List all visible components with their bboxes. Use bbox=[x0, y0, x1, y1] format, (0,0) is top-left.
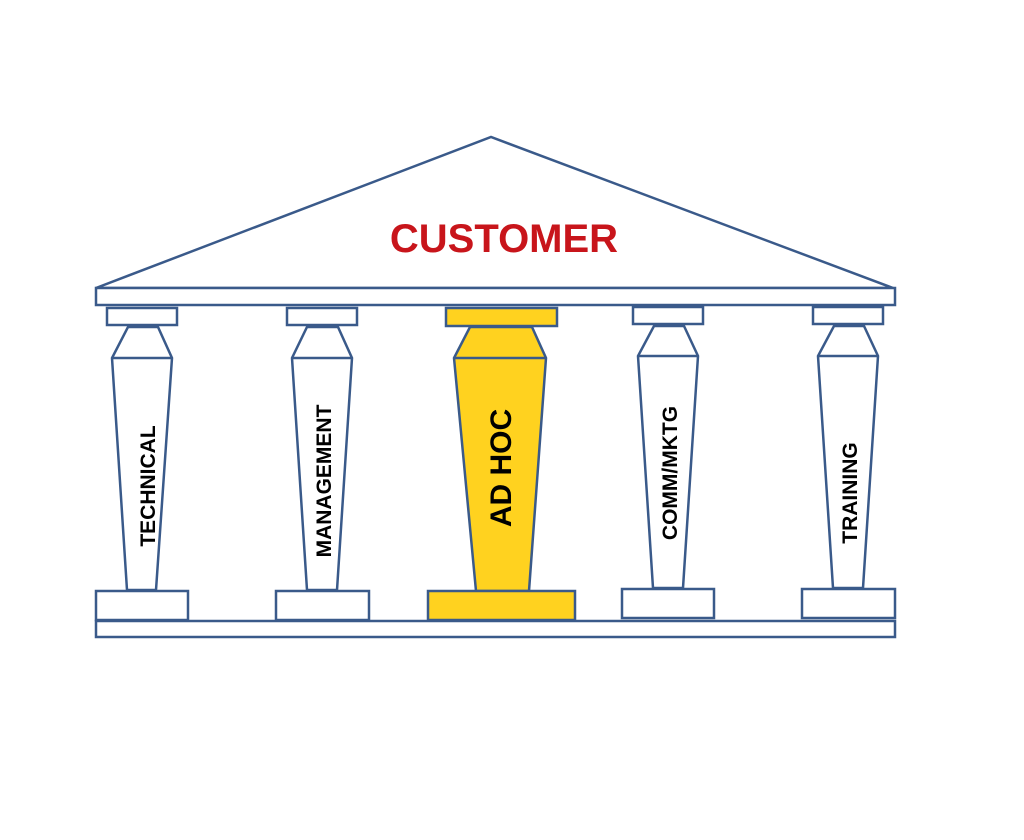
pillar-label: AD HOC bbox=[485, 409, 518, 527]
pillar-comm-mktg: COMM/MKTG bbox=[620, 305, 716, 620]
pillar-ad-hoc: AD HOC bbox=[426, 306, 577, 622]
roof-label: CUSTOMER bbox=[390, 217, 618, 261]
pillar-capital bbox=[631, 305, 705, 326]
pillar-capital bbox=[285, 306, 359, 327]
pillar-capital bbox=[444, 306, 559, 328]
pillar-label: COMM/MKTG bbox=[659, 406, 682, 540]
pillar-capital bbox=[105, 306, 179, 327]
pillar-label: MANAGEMENT bbox=[313, 404, 336, 557]
pillar-base bbox=[94, 589, 190, 622]
pillar-training: TRAINING bbox=[800, 305, 897, 620]
pillar-base bbox=[426, 589, 577, 622]
entablature bbox=[94, 286, 897, 307]
pillar-base bbox=[274, 589, 371, 622]
pillar-base bbox=[620, 587, 716, 620]
pillar-label: TRAINING bbox=[839, 442, 862, 544]
roof bbox=[95, 135, 894, 290]
pillar-label: TECHNICAL bbox=[137, 425, 160, 546]
pillar-base bbox=[800, 587, 897, 620]
base-platform bbox=[94, 619, 897, 639]
pillar-technical: TECHNICAL bbox=[94, 306, 190, 622]
pillar-management: MANAGEMENT bbox=[274, 306, 371, 622]
pillar-capital bbox=[811, 305, 885, 326]
